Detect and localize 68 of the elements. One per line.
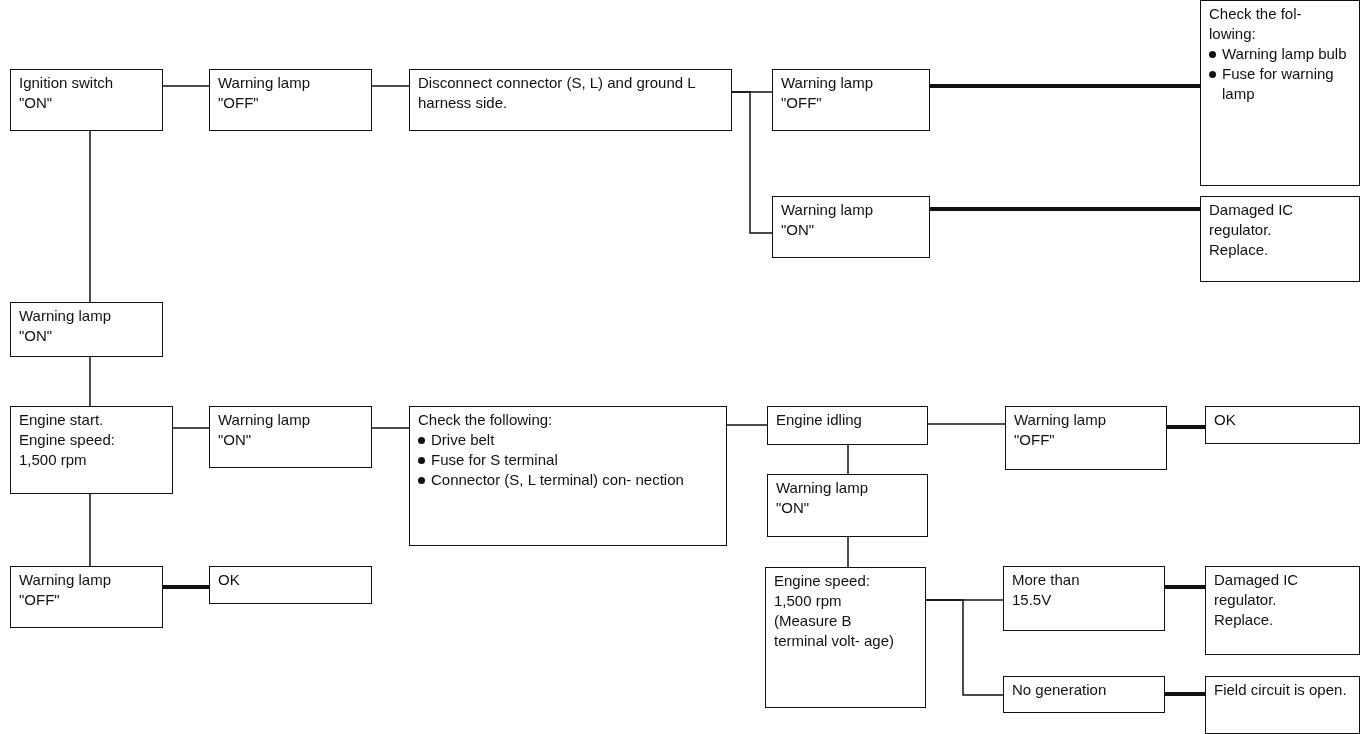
box-text: Warning lamp "OFF" — [218, 73, 311, 113]
connector-line — [847, 444, 849, 475]
box-text: Damaged IC regulator. Replace. — [1209, 200, 1295, 260]
connector-line — [371, 427, 410, 429]
box-text: Warning lamp "ON" — [218, 410, 311, 450]
box-text: Field circuit is open. — [1214, 680, 1348, 700]
list-item: Drive belt — [431, 430, 495, 450]
list-item: Connector (S, L terminal) con- nection — [431, 470, 684, 490]
process-box — [10, 566, 163, 628]
process-box — [409, 406, 727, 546]
connector-line — [847, 536, 849, 568]
process-box — [765, 567, 926, 708]
connector-line — [172, 427, 210, 429]
process-box — [10, 302, 163, 357]
process-box — [772, 196, 930, 258]
box-text: OK — [1214, 410, 1237, 430]
list-item: Fuse for S terminal — [431, 450, 558, 470]
box-text: Warning lamp "ON" — [19, 306, 112, 346]
connector-line — [162, 85, 210, 87]
box-text: Engine speed: 1,500 rpm (Measure B terminal volt- age) — [774, 571, 896, 651]
box-text: No generation — [1012, 680, 1108, 700]
box-text: Warning lamp "ON" — [781, 200, 874, 240]
process-box — [1005, 406, 1167, 470]
process-box — [209, 69, 372, 131]
process-box — [1200, 196, 1360, 282]
process-box — [10, 69, 163, 131]
connector-line — [89, 130, 91, 303]
connector-line — [1165, 692, 1205, 696]
process-box — [1205, 676, 1360, 734]
connector-line — [925, 599, 1004, 696]
box-text: Check the following: — [418, 410, 554, 430]
box-text: Ignition switch "ON" — [19, 73, 115, 113]
connector-line — [163, 585, 209, 589]
connector-line — [930, 84, 1200, 88]
box-text: OK — [218, 570, 241, 590]
box-text: More than 15.5V — [1012, 570, 1081, 610]
list-item: Warning lamp bulb — [1222, 44, 1347, 64]
box-text: Warning lamp "OFF" — [781, 73, 874, 113]
box-text: Warning lamp "OFF" — [19, 570, 112, 610]
connector-line — [89, 493, 91, 567]
process-box — [1205, 566, 1360, 655]
connector-line — [1167, 425, 1205, 429]
process-box — [1003, 676, 1165, 713]
box-text: Engine idling — [776, 410, 863, 430]
process-box — [409, 69, 732, 131]
box-text: Engine start. Engine speed: 1,500 rpm — [19, 410, 116, 470]
box-text: Disconnect connector (S, L) and ground L harness side. — [418, 73, 697, 113]
connector-line — [1165, 585, 1205, 589]
process-box — [767, 406, 928, 445]
connector-line — [927, 423, 1006, 425]
box-text: Damaged IC regulator. Replace. — [1214, 570, 1300, 630]
connector-line — [731, 91, 773, 234]
list-item: Fuse for warning lamp — [1222, 64, 1335, 104]
connector-line — [89, 356, 91, 407]
process-box — [10, 406, 173, 494]
connector-line — [371, 85, 410, 87]
process-box — [209, 406, 372, 468]
process-box — [1200, 0, 1360, 186]
process-box — [767, 474, 928, 537]
box-text: Warning lamp "OFF" — [1014, 410, 1107, 450]
process-box — [772, 69, 930, 131]
process-box — [209, 566, 372, 604]
process-box — [1205, 406, 1360, 444]
box-text: Check the fol- lowing: — [1209, 4, 1303, 44]
connector-line — [726, 424, 768, 426]
process-box — [1003, 566, 1165, 631]
box-text: Warning lamp "ON" — [776, 478, 869, 518]
connector-line — [930, 207, 1200, 211]
